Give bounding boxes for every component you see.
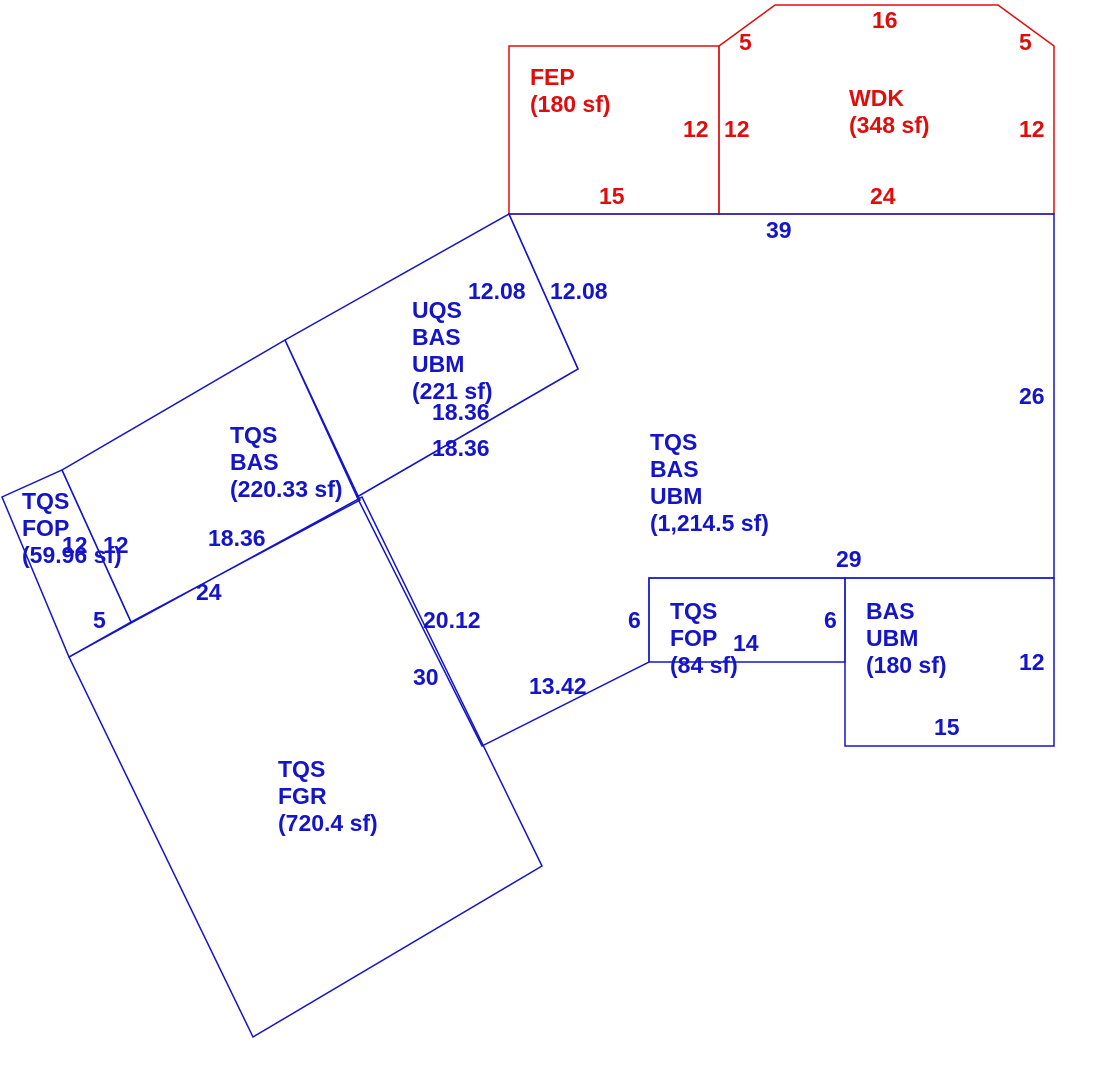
area-label-line: (180 sf) (866, 652, 947, 678)
area-label-line: UBM (650, 483, 702, 509)
dimension-label: 39 (766, 217, 792, 243)
dimension-label: 12 (62, 532, 88, 558)
area-label: FEP(180 sf) (530, 64, 611, 117)
area-label-line: TQS (650, 429, 697, 455)
dimension-label: 5 (1019, 29, 1032, 55)
dimension-label: 6 (628, 607, 641, 633)
area-label-line: TQS (230, 422, 277, 448)
dimension-label: 20.12 (423, 607, 481, 633)
tqs-fgr-outline (68, 495, 543, 1039)
dimension-label: 26 (1019, 383, 1045, 409)
dimension-label: 13.42 (529, 673, 587, 699)
area-label-line: UBM (866, 625, 918, 651)
dimension-label: 24 (870, 183, 896, 209)
area-label-line: (720.4 sf) (278, 810, 378, 836)
area-label: WDK(348 sf) (849, 85, 930, 138)
area-label-line: (221 sf) (412, 378, 493, 404)
area-label-line: (220.33 sf) (230, 476, 343, 502)
area-label-line: (59.96 sf) (22, 542, 122, 568)
area-label-line: (348 sf) (849, 112, 930, 138)
dimension-label: 5 (739, 29, 752, 55)
dimension-label: 15 (599, 183, 625, 209)
dimension-label: 18.36 (208, 525, 266, 551)
dimension-label: 12.08 (550, 278, 608, 304)
area-label-line: (180 sf) (530, 91, 611, 117)
dimension-label: 15 (934, 714, 960, 740)
dimension-label: 12.08 (468, 278, 526, 304)
bas-ubm-right-outline (844, 577, 1055, 747)
area-label-line: BAS (866, 598, 915, 624)
area-label-line: TQS (22, 488, 69, 514)
dimension-label: 18.36 (432, 435, 490, 461)
dimension-label: 29 (836, 546, 862, 572)
area-label-line: UBM (412, 351, 464, 377)
tqs-fop-left-outline (1, 469, 132, 659)
dimension-label: 12 (724, 116, 750, 142)
area-label-line: FOP (670, 625, 717, 651)
dimension-label: 24 (196, 579, 222, 605)
area-label-line: (1,214.5 sf) (650, 510, 769, 536)
area-label-line: UQS (412, 297, 462, 323)
area-label-line: BAS (230, 449, 279, 475)
dimension-label: 12 (683, 116, 709, 142)
area-label-line: WDK (849, 85, 904, 111)
area-label-line: FOP (22, 515, 69, 541)
dimension-label: 14 (733, 630, 759, 656)
dimension-label: 6 (824, 607, 837, 633)
dimension-label: 12 (1019, 116, 1045, 142)
area-label-line: FEP (530, 64, 575, 90)
dimension-label: 12 (1019, 649, 1045, 675)
dimension-label: 12 (103, 532, 129, 558)
area-label-line: TQS (278, 756, 325, 782)
dimension-label: 18.36 (432, 399, 490, 425)
area-label-line: (84 sf) (670, 652, 738, 678)
area-label-line: TQS (670, 598, 717, 624)
dimension-label: 30 (413, 664, 439, 690)
area-label-line: BAS (412, 324, 461, 350)
dimension-label: 5 (93, 607, 106, 633)
uqs-bas-outline (284, 212, 579, 499)
dimension-label: 16 (872, 7, 898, 33)
area-label-line: BAS (650, 456, 699, 482)
area-label-line: FGR (278, 783, 327, 809)
